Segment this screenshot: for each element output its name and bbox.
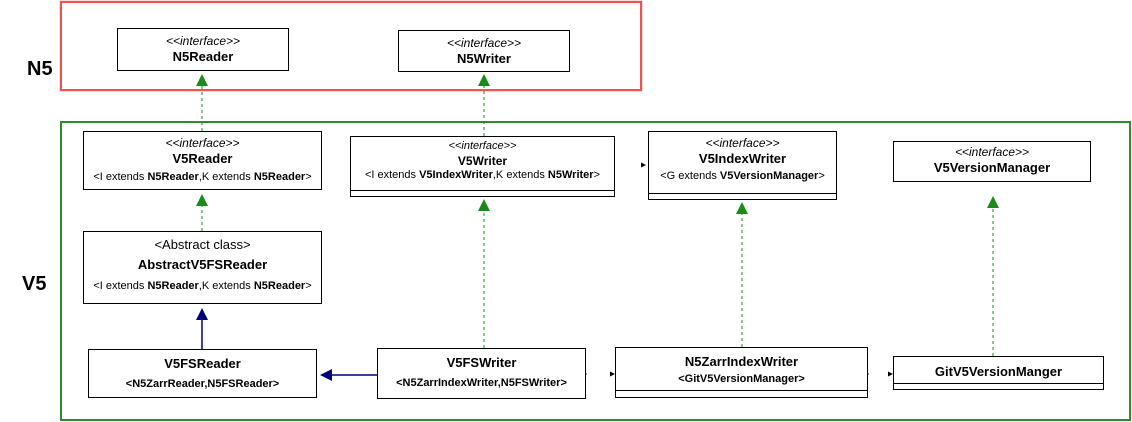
class-name: N5Writer (457, 51, 511, 66)
class-n5zarrindexwriter: N5ZarrIndexWriter <GitV5VersionManager> (615, 347, 868, 398)
class-v5reader: <<interface>> V5Reader <I extends N5Read… (83, 131, 322, 190)
v5-package-label: V5 (22, 273, 47, 295)
type-params: <GitV5VersionManager> (678, 373, 805, 386)
class-abstractv5fsreader: <Abstract class> AbstractV5FSReader <I e… (83, 231, 322, 304)
stereotype-label: <<interface>> (448, 140, 517, 152)
compartment-divider (649, 193, 836, 194)
class-n5reader: <<interface>> N5Reader (117, 28, 289, 71)
class-v5indexwriter: <<interface>> V5IndexWriter <G extends V… (648, 131, 837, 200)
type-params: <N5ZarrIndexWriter,N5FSWriter> (396, 377, 567, 390)
class-gitv5versionmanger: GitV5VersionManger (893, 356, 1104, 390)
class-name: N5Reader (172, 49, 234, 64)
class-name: V5Reader (172, 151, 233, 166)
class-v5versionmanager: <<interface>> V5VersionManager (893, 141, 1091, 182)
class-name: GitV5VersionManger (934, 364, 1063, 379)
n5-package-label: N5 (27, 58, 53, 80)
class-name: N5ZarrIndexWriter (684, 354, 799, 369)
type-params: <N5ZarrReader,N5FSReader> (125, 378, 280, 391)
n5-package-box (60, 1, 642, 91)
class-name: V5FSReader (164, 356, 241, 371)
class-name: V5Writer (457, 153, 508, 168)
class-v5writer: <<interface>> V5Writer <I extends V5Inde… (350, 136, 615, 197)
stereotype-label: <<interface>> (446, 36, 522, 50)
compartment-divider (616, 390, 867, 391)
class-name: V5VersionManager (933, 160, 1051, 175)
stereotype-label: <<interface>> (165, 34, 241, 48)
v5-package-box (60, 121, 1131, 421)
type-params: <I extends V5IndexWriter,K extends N5Wri… (364, 168, 601, 181)
stereotype-label: <<interface>> (165, 136, 240, 150)
class-name: AbstractV5FSReader (137, 257, 268, 273)
stereotype-label: <<interface>> (705, 136, 780, 150)
class-v5fswriter: V5FSWriter <N5ZarrIndexWriter,N5FSWriter… (377, 348, 586, 399)
class-name: V5IndexWriter (698, 151, 787, 166)
type-params: <G extends V5VersionManager> (660, 170, 825, 183)
type-params: <I extends N5Reader,K extends N5Reader> (93, 171, 312, 184)
compartment-divider (351, 190, 614, 191)
class-v5fsreader: V5FSReader <N5ZarrReader,N5FSReader> (88, 349, 317, 398)
compartment-divider (894, 383, 1103, 384)
type-params: <I extends N5Reader,K extends N5Reader> (93, 279, 312, 292)
class-name: V5FSWriter (446, 355, 517, 370)
class-n5writer: <<interface>> N5Writer (398, 30, 570, 72)
stereotype-label: <<interface>> (954, 145, 1030, 159)
stereotype-label: <Abstract class> (154, 237, 251, 252)
